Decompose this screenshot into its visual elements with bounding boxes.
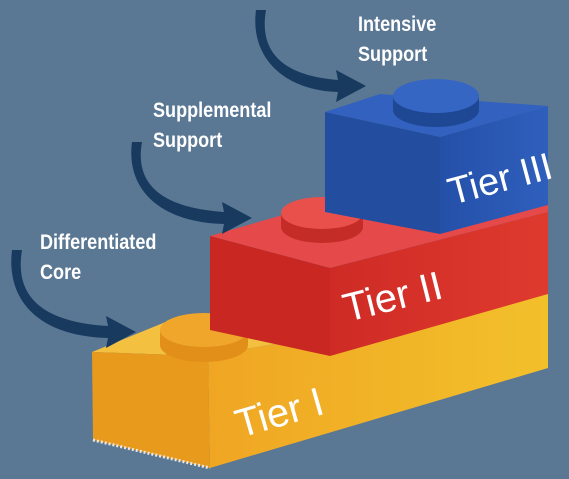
tier-2-brick-side bbox=[210, 236, 330, 356]
arrow-icon-supplemental bbox=[131, 142, 252, 234]
arrow-icon-differentiated bbox=[11, 250, 136, 348]
tier-3-brick-front bbox=[440, 106, 548, 234]
tier-3-brick-side bbox=[325, 112, 440, 234]
intensive-support-label-line-1: Intensive bbox=[358, 13, 437, 36]
tier-1-brick-bottom-edge bbox=[92, 438, 211, 470]
supplemental-support-label-line-2: Support bbox=[153, 129, 223, 152]
intensive-support-label: Intensive Support bbox=[358, 10, 436, 70]
differentiated-core-label-line-2: Core bbox=[40, 261, 82, 284]
tier-1-brick-front bbox=[208, 294, 548, 468]
tier-3-stud bbox=[393, 79, 479, 127]
differentiated-core-label-line-1: Differentiated bbox=[40, 231, 157, 254]
arrow-icon-intensive bbox=[255, 10, 366, 102]
supplemental-support-label-line-1: Supplemental bbox=[153, 99, 272, 122]
supplemental-support-label: Supplemental Support bbox=[153, 96, 271, 156]
tier-1-brick-side bbox=[92, 352, 210, 468]
tier-3-brick: Tier III bbox=[325, 79, 557, 234]
tier-2-brick-front bbox=[330, 212, 548, 356]
differentiated-core-label: Differentiated Core bbox=[40, 228, 156, 288]
intensive-support-label-line-2: Support bbox=[358, 43, 428, 66]
